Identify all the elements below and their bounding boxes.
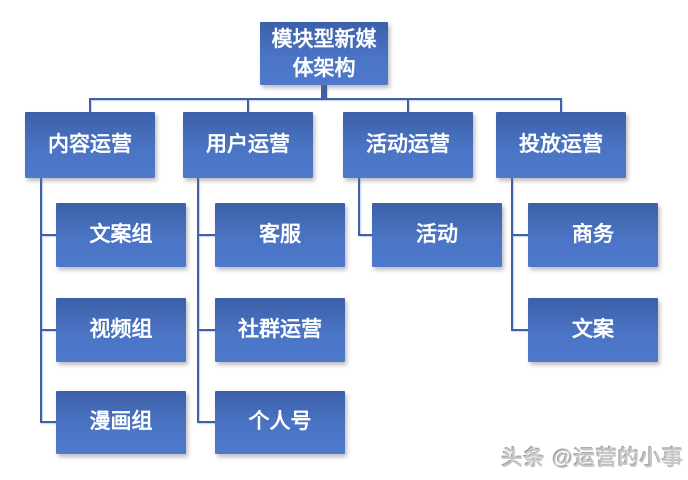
connector-branch-user-ops	[197, 178, 199, 423]
connector-elbow-activity	[360, 234, 372, 236]
org-node-root-label: 模块型新媒体架构	[271, 27, 377, 80]
connector-elbow-copywriting	[513, 329, 528, 331]
org-node-label: 内容运营	[48, 132, 132, 156]
org-node-label: 商务	[572, 222, 614, 246]
connector-elbow-customer-service	[199, 234, 215, 236]
org-node-customer-service: 客服	[215, 203, 345, 267]
org-node-user-ops: 用户运营	[183, 112, 313, 178]
org-node-placement-ops: 投放运营	[496, 112, 626, 178]
connector-root-stub	[321, 85, 327, 99]
org-node-video-group: 视频组	[56, 298, 186, 362]
org-node-label: 社群运营	[238, 317, 322, 341]
org-node-label: 投放运营	[519, 132, 603, 156]
org-node-root: 模块型新媒体架构	[260, 22, 388, 85]
org-node-label: 客服	[259, 222, 301, 246]
connector-branch-placement-ops	[511, 178, 513, 331]
connector-drop-user-ops	[247, 100, 249, 112]
org-node-label: 文案组	[89, 222, 153, 246]
org-node-label: 用户运营	[206, 132, 290, 156]
org-node-label: 活动运营	[366, 132, 450, 156]
org-node-label: 文案	[572, 317, 614, 341]
connector-elbow-copy-group	[42, 234, 56, 236]
connector-drop-activity-ops	[407, 100, 409, 112]
org-node-comic-group: 漫画组	[56, 391, 186, 454]
org-node-label: 个人号	[248, 410, 312, 434]
connector-elbow-business	[513, 234, 528, 236]
org-node-copy-group: 文案组	[56, 203, 186, 267]
watermark: 头条 @运营的小事	[502, 442, 684, 472]
org-node-community-ops: 社群运营	[215, 298, 345, 362]
connector-trunk-horizontal	[89, 98, 562, 100]
org-node-activity: 活动	[372, 203, 502, 267]
connector-branch-activity-ops	[358, 178, 360, 236]
connector-branch-content-ops	[40, 178, 42, 423]
connector-drop-content-ops	[89, 100, 91, 112]
org-node-business: 商务	[528, 203, 658, 267]
connector-elbow-comic-group	[42, 421, 56, 423]
connector-elbow-community-ops	[199, 329, 215, 331]
org-node-label: 活动	[416, 222, 458, 246]
connector-elbow-personal-account	[199, 421, 215, 423]
org-node-copywriting: 文案	[528, 298, 658, 362]
org-node-label: 视频组	[89, 317, 153, 341]
org-node-label: 漫画组	[89, 410, 153, 434]
connector-elbow-video-group	[42, 329, 56, 331]
org-node-personal-account: 个人号	[215, 391, 345, 454]
org-node-content-ops: 内容运营	[25, 112, 155, 178]
connector-drop-placement-ops	[560, 100, 562, 112]
watermark-text: 头条 @运营的小事	[501, 447, 684, 470]
org-node-activity-ops: 活动运营	[343, 112, 473, 178]
